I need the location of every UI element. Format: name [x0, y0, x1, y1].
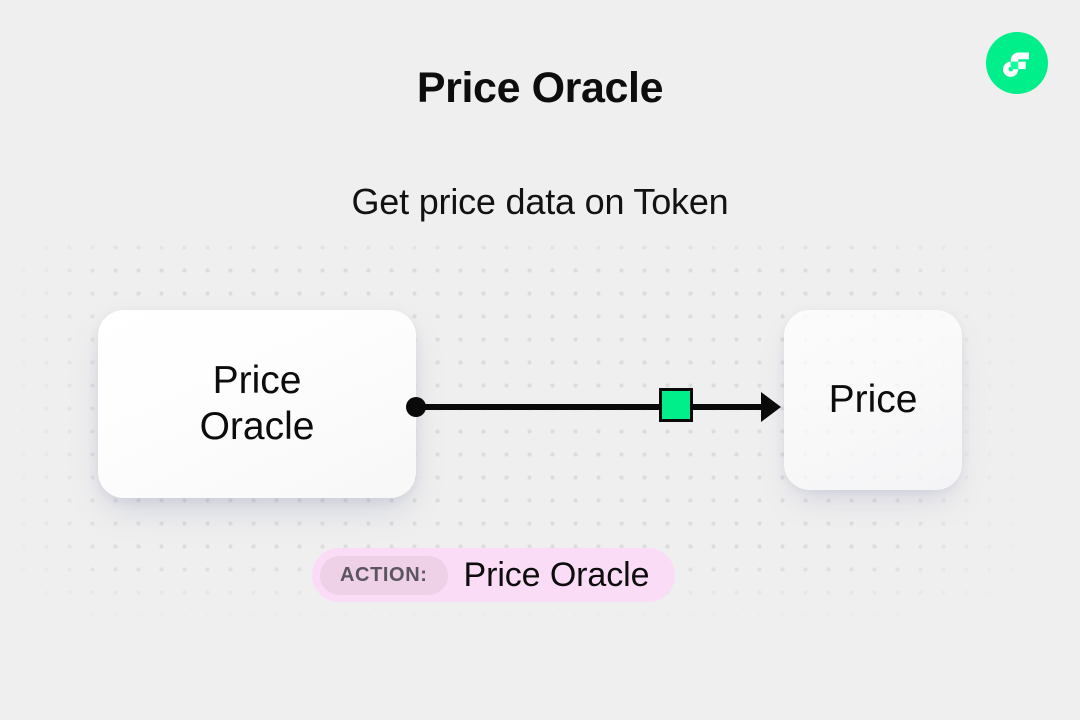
price-oracle-node[interactable]: Price Oracle — [98, 310, 416, 498]
page-title: Price Oracle — [416, 64, 664, 112]
price-node[interactable]: Price — [784, 310, 962, 490]
action-badge[interactable]: ACTION: Price Oracle — [312, 548, 676, 602]
action-badge-tag: ACTION: — [320, 555, 448, 595]
connector-chip-icon[interactable] — [659, 388, 693, 422]
price-node-label: Price — [828, 377, 918, 421]
flow-logo-icon — [986, 32, 1048, 94]
page-subtitle: Get price data on Token — [351, 181, 729, 222]
price-oracle-node-label: Price Oracle — [199, 358, 315, 448]
connector-arrow — [406, 392, 781, 422]
action-badge-value: Price Oracle — [463, 556, 650, 594]
